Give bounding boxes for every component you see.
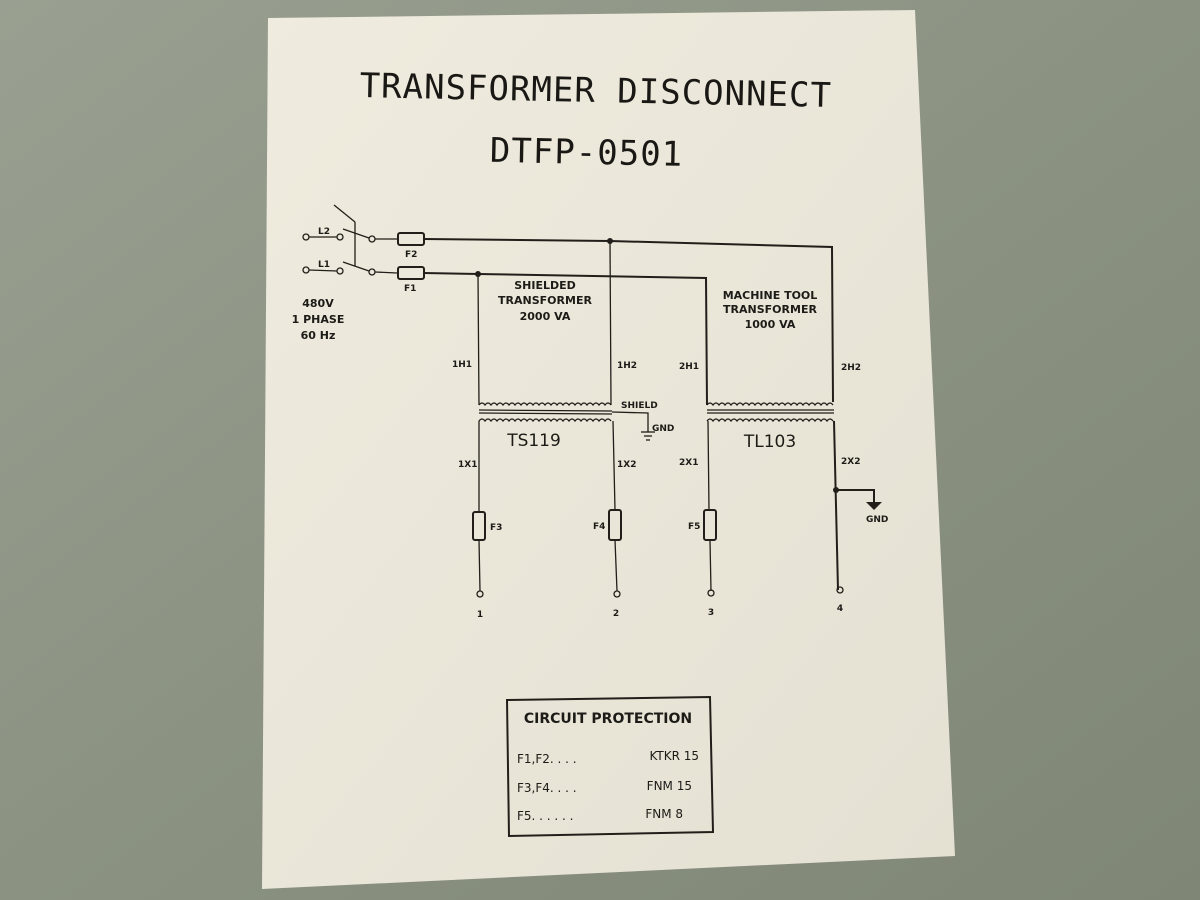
tl103-x1-label: 2X1 — [679, 458, 698, 468]
ts119-name-line2: TRANSFORMER — [498, 294, 592, 307]
label-title: TRANSFORMER DISCONNECT — [359, 66, 832, 116]
tl103-h1-label: 2H1 — [679, 362, 699, 372]
f2-label: F2 — [405, 250, 417, 260]
ts119-x1-label: 1X1 — [458, 460, 477, 470]
ts119-rating: 2000 VA — [520, 310, 571, 323]
protection-row-2-fuses: F3,F4. . . . — [517, 781, 577, 795]
ts119-id: TS119 — [506, 431, 561, 451]
f5-label: F5 — [688, 522, 700, 532]
ts119-name-line1: SHIELDED — [514, 279, 576, 292]
output-terminals — [476, 586, 844, 598]
circuit-protection-box: CIRCUIT PROTECTION F1,F2. . . . KTKR 15 … — [505, 695, 715, 838]
fuse-f3 — [472, 511, 486, 541]
shield-gnd-label: GND — [652, 424, 674, 434]
f4-label: F4 — [593, 522, 605, 532]
tl103-gnd-label: GND — [866, 515, 888, 525]
phase-label: 1 PHASE — [292, 313, 345, 326]
ts119-x2-label: 1X2 — [617, 460, 636, 470]
terminal-2-label: 2 — [613, 609, 619, 619]
ts119-h1-label: 1H1 — [452, 360, 472, 370]
terminal-3-label: 3 — [708, 608, 714, 618]
protection-row-1-type: KTKR 15 — [649, 749, 699, 763]
transformer-tl103-symbol — [706, 402, 834, 423]
transformer-ts119-symbol — [478, 402, 655, 441]
bus-wires — [423, 238, 834, 406]
tl103-id: TL103 — [743, 432, 796, 452]
protection-row-2-type: FNM 15 — [647, 779, 692, 793]
disconnect-switch — [302, 204, 398, 276]
protection-row-1-fuses: F1,F2. . . . — [517, 752, 577, 766]
protection-row-3-type: FNM 8 — [645, 807, 683, 821]
ts119-h2-label: 1H2 — [617, 361, 637, 371]
terminal-1-label: 1 — [477, 610, 483, 620]
protection-row-3-fuses: F5. . . . . . — [517, 809, 574, 823]
f1-label: F1 — [404, 284, 416, 294]
tl103-name-line2: TRANSFORMER — [723, 303, 817, 316]
circuit-protection-title: CIRCUIT PROTECTION — [524, 711, 692, 727]
label-card — [262, 10, 955, 889]
l2-label: L2 — [318, 227, 330, 237]
voltage-label: 480V — [302, 297, 334, 310]
fuse-f4 — [608, 509, 622, 541]
shield-label: SHIELD — [621, 401, 658, 411]
tl103-rating: 1000 VA — [745, 318, 796, 331]
tl103-h2-label: 2H2 — [841, 363, 861, 373]
l1-label: L1 — [318, 260, 330, 270]
fuse-f5 — [703, 509, 717, 541]
tl103-name-line1: MACHINE TOOL — [723, 289, 818, 302]
label-subtitle: DTFP-0501 — [490, 131, 684, 175]
f3-label: F3 — [490, 523, 502, 533]
terminal-4-label: 4 — [837, 604, 843, 614]
secondary-wiring — [478, 420, 882, 592]
frequency-label: 60 Hz — [301, 329, 336, 342]
tl103-x2-label: 2X2 — [841, 457, 860, 467]
